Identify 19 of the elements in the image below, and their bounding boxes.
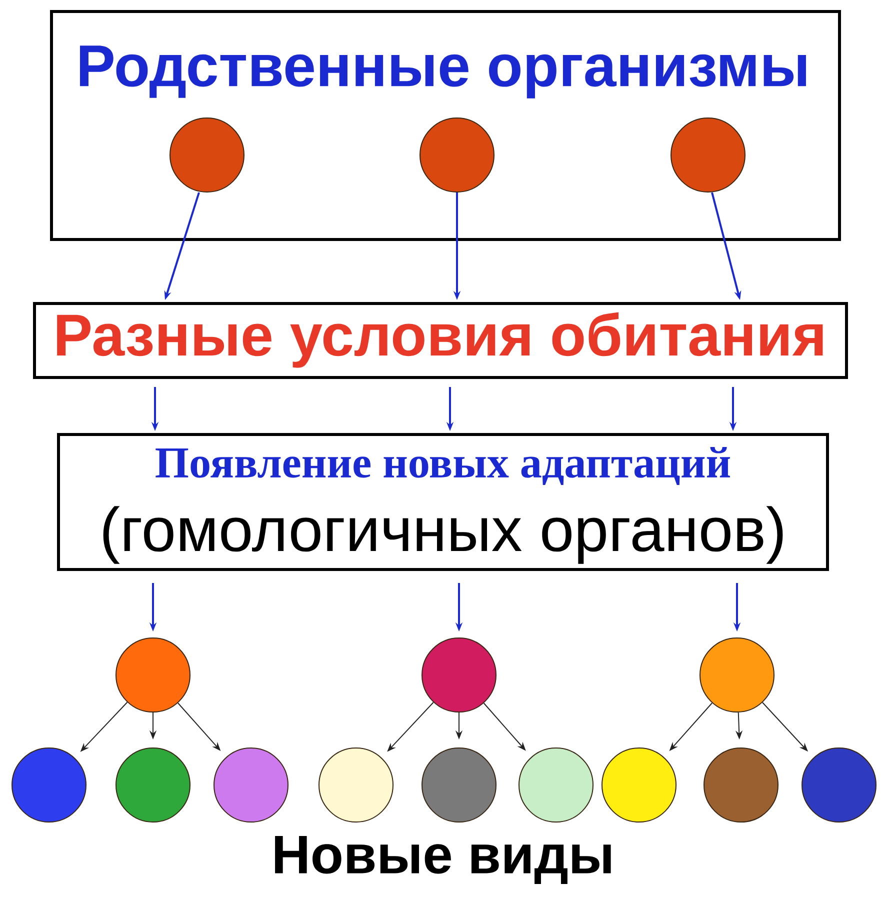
circle [116, 638, 190, 712]
circle [704, 748, 778, 822]
circle [170, 118, 244, 192]
text-box: Родственные организмы [50, 10, 841, 241]
text-box: Разные условия обитания [33, 302, 848, 379]
circle [214, 748, 288, 822]
circle [602, 748, 676, 822]
circle [318, 748, 394, 822]
text-box: Появление новых адаптаций (гомологичных органов) [57, 433, 829, 571]
caption-text: Новые виды [275, 836, 611, 884]
circle [422, 638, 496, 712]
circle [518, 748, 594, 822]
circle [670, 118, 746, 192]
circle [420, 118, 494, 192]
circle [700, 638, 774, 712]
circle [116, 748, 190, 822]
circle [422, 748, 496, 822]
circle [802, 748, 876, 822]
circle [12, 748, 86, 822]
